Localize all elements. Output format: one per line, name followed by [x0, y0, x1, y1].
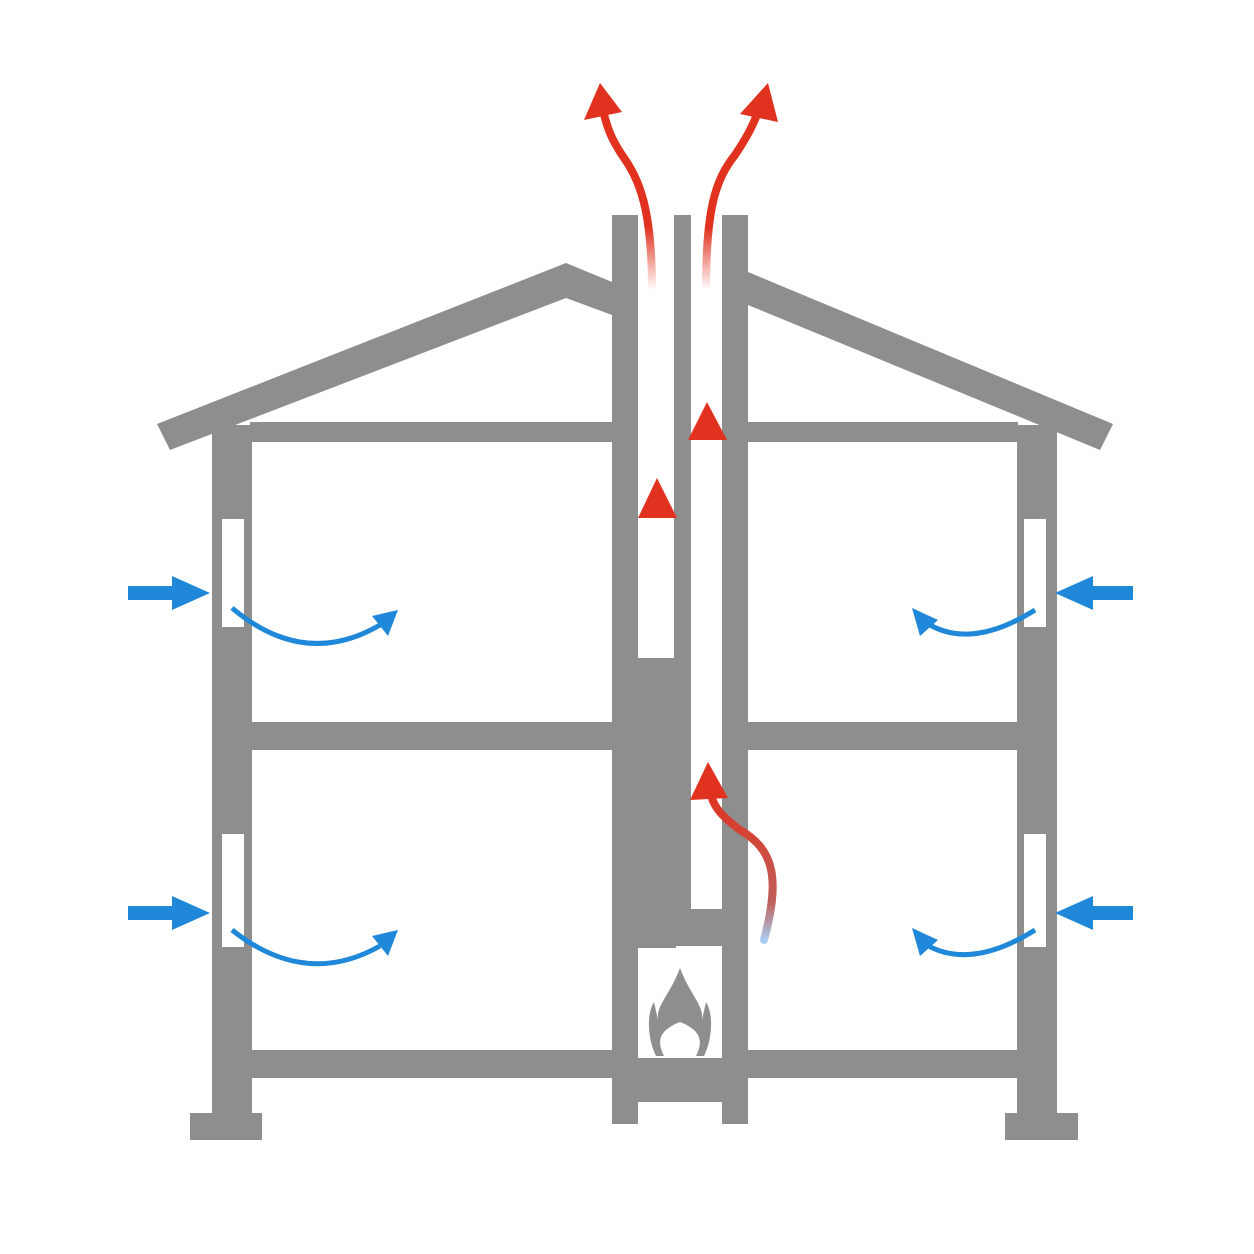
window-right-upper [1022, 517, 1048, 629]
cold-air-arrow-right-upper [912, 576, 1133, 637]
cold-air-arrow-right-lower [912, 896, 1133, 958]
left-ground-floor [250, 1050, 612, 1078]
hot-air-arrow-right-top [702, 108, 762, 294]
house-structure [157, 215, 1113, 1140]
hot-air-flow [584, 83, 778, 944]
right-ground-floor [748, 1050, 1018, 1078]
cold-air-arrow-left-lower [128, 896, 398, 967]
arrowhead [740, 83, 778, 122]
arrowhead [688, 402, 727, 440]
warm-air-arrow-into-flue [706, 786, 777, 944]
arrowhead [638, 478, 677, 518]
chimney-mid-block [636, 909, 724, 946]
left-foundation [190, 1113, 262, 1140]
left-roof [157, 263, 612, 450]
right-ceiling [748, 422, 1018, 442]
chimney-right-wall [722, 215, 748, 1124]
right-middle-floor [748, 722, 1018, 750]
left-ceiling [250, 422, 612, 442]
chimney-base [612, 1058, 748, 1102]
arrowhead [584, 83, 622, 120]
right-foundation [1005, 1113, 1078, 1140]
chimney-divider [674, 215, 691, 915]
arrowhead [690, 762, 728, 800]
cold-air-flow [128, 576, 1133, 967]
chimney-left-wall [612, 215, 638, 1124]
left-middle-floor [250, 722, 612, 750]
hot-air-arrow-left-top [599, 106, 656, 294]
right-roof [748, 272, 1113, 450]
cold-air-arrow-left-upper [128, 576, 398, 646]
chimney-left-flue-fill [636, 658, 676, 948]
window-right-lower [1022, 832, 1048, 949]
windows [220, 517, 1048, 949]
fire-icon [648, 968, 712, 1056]
